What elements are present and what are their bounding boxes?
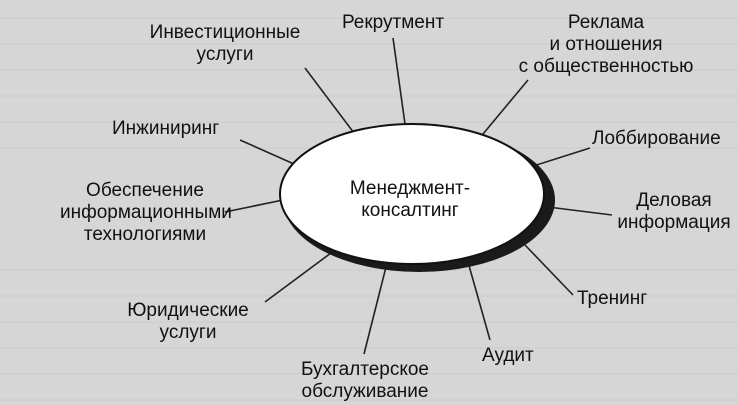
node-legal: Юридические услуги bbox=[127, 300, 249, 343]
connector-lobbying bbox=[526, 147, 591, 169]
node-investment: Инвестиционные услуги bbox=[149, 22, 301, 65]
connector-accounting bbox=[363, 266, 387, 355]
center-ellipse bbox=[279, 123, 555, 272]
node-business-info: Деловая информация bbox=[617, 190, 731, 233]
node-engineering: Инжиниринг bbox=[112, 118, 220, 139]
connector-training bbox=[524, 244, 574, 296]
node-training: Тренинг bbox=[577, 288, 648, 309]
node-lobbying: Лоббирование bbox=[592, 128, 721, 149]
connector-audit bbox=[467, 261, 491, 341]
connector-recruitment bbox=[392, 37, 406, 125]
node-audit: Аудит bbox=[482, 345, 534, 366]
connector-business-info bbox=[547, 206, 613, 216]
connector-investment bbox=[304, 67, 358, 138]
connector-pr bbox=[477, 79, 529, 141]
connector-legal bbox=[264, 249, 336, 303]
node-accounting: Бухгалтерское обслуживание bbox=[301, 359, 429, 402]
node-it: Обеспечение информационными технологиями bbox=[60, 180, 232, 245]
center-label: Менеджмент- консалтинг bbox=[349, 178, 471, 221]
node-recruitment: Рекрутмент bbox=[341, 12, 445, 33]
node-pr: Реклама и отношения с общественностью bbox=[518, 12, 694, 77]
connector-it bbox=[224, 199, 284, 213]
